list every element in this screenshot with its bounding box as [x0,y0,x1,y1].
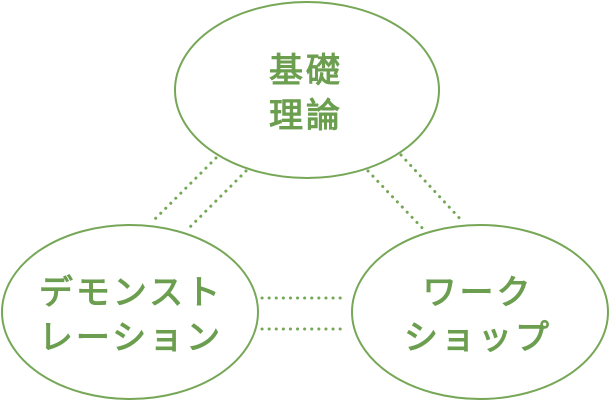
theory-label-line1: 基礎 [269,51,343,91]
theory-node [174,1,440,179]
connector-theory-demonstration [150,156,248,231]
connector-line-3 [366,169,428,234]
connector-line-1 [150,156,218,224]
connector-demonstration-workshop [260,296,349,331]
theory-label-line2: 理論 [269,96,343,136]
connector-line-4 [399,153,465,224]
demonstration-node [1,224,259,400]
connector-theory-workshop [366,153,465,234]
workshop-label-line1: ワーク [423,273,534,313]
demonstration-label-line1: デモンスト [39,273,223,313]
workshop-node [351,224,609,400]
connector-line-2 [186,169,248,231]
demonstration-label-line2: レーション [39,318,223,358]
workshop-label-line2: ショップ [404,318,552,358]
